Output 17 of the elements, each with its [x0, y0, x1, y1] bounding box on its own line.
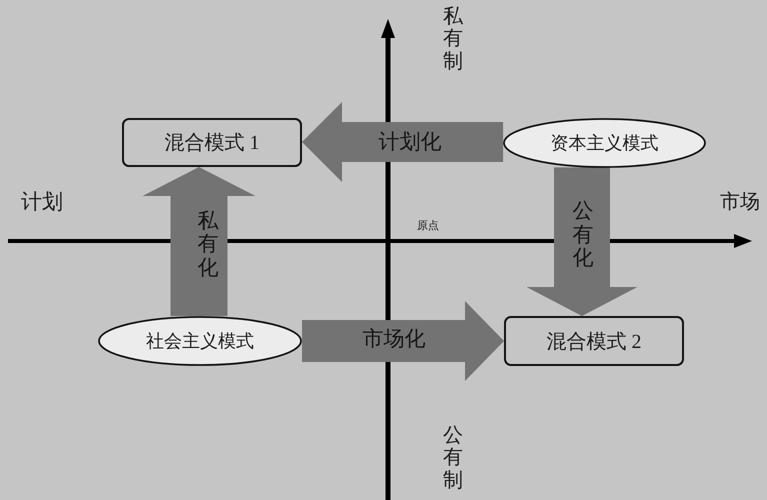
oval: 社会主义模式: [98, 316, 302, 366]
block-arrow: [526, 167, 638, 316]
edge-label: 私有化: [198, 210, 218, 280]
edge-label: 市场化: [362, 327, 426, 351]
oval: 资本主义模式: [503, 118, 706, 168]
block-arrow: [302, 301, 504, 381]
rounded-box: 混合模式 2: [504, 316, 684, 366]
axis-label: 市场: [720, 191, 760, 213]
edge-label: 公有化: [572, 200, 594, 270]
rounded-box: 混合模式 1: [122, 118, 302, 167]
origin-label: 原点: [417, 220, 439, 232]
axis-label: 私有制: [443, 5, 463, 73]
block-arrow: [142, 167, 256, 316]
axis-label: 公有制: [443, 424, 463, 492]
edge-label: 计划化: [378, 130, 442, 154]
axis-label: 计划: [21, 190, 63, 214]
block-arrow: [302, 102, 504, 182]
